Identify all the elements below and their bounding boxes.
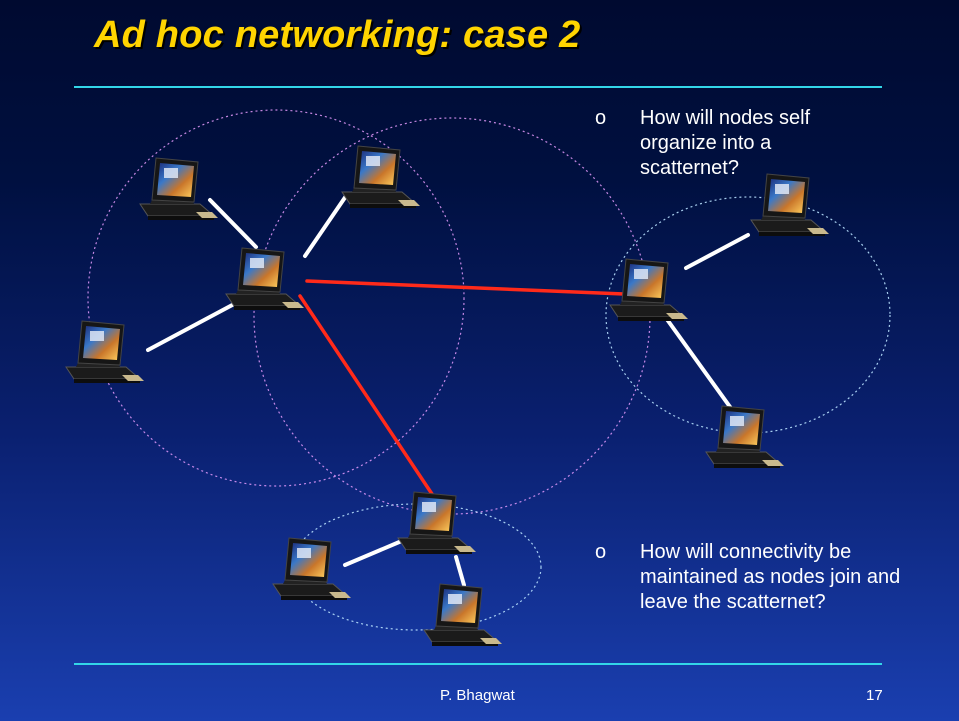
link-line <box>454 555 466 587</box>
page-number: 17 <box>866 687 883 704</box>
laptop-icon <box>705 405 785 469</box>
laptop-icon <box>272 537 352 601</box>
link-line <box>146 301 238 352</box>
laptop-icon <box>225 247 305 311</box>
laptop-icon <box>609 258 689 322</box>
link-line <box>684 233 750 270</box>
link-line <box>343 538 406 567</box>
bullet-mark: o <box>595 107 607 129</box>
laptop-icon <box>423 583 503 647</box>
piconet-range-circle <box>290 503 542 631</box>
footer-author: P. Bhagwat <box>440 687 515 704</box>
laptop-icon <box>750 173 830 237</box>
slide-title: Ad hoc networking: case 2 <box>94 14 581 56</box>
piconet-range-circle <box>605 196 891 434</box>
laptop-icon <box>397 491 477 555</box>
bridge-link-line <box>305 279 626 296</box>
laptop-icon <box>341 145 421 209</box>
bridge-link-line <box>298 294 434 496</box>
link-line <box>664 316 740 420</box>
title-rule <box>74 86 882 88</box>
bullet-text: How will connectivity be maintained as n… <box>640 541 901 613</box>
bullet-text: How will nodes self organize into a scat… <box>640 107 811 179</box>
laptop-icon <box>65 320 145 384</box>
link-line <box>303 194 348 258</box>
footer-rule <box>74 663 882 665</box>
bullet-mark: o <box>595 541 607 563</box>
piconet-range-circle <box>87 109 465 487</box>
laptop-icon <box>139 157 219 221</box>
link-line <box>208 198 258 249</box>
